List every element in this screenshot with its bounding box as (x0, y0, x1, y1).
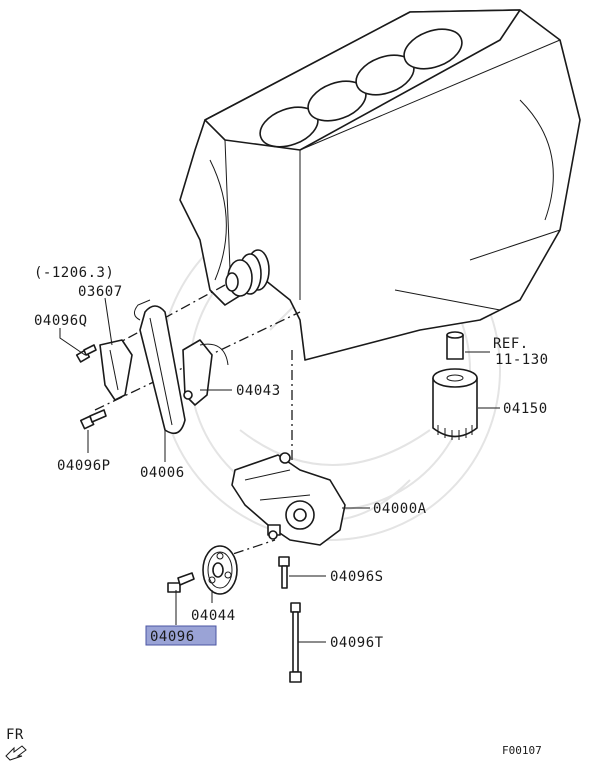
part-label-03607[interactable]: 03607 (78, 284, 123, 300)
part-label-04006[interactable]: 04006 (140, 465, 185, 481)
figure-code-label: F00107 (502, 744, 542, 757)
ref-label-line1: REF. (493, 336, 529, 352)
part-label-04000a[interactable]: 04000A (373, 501, 427, 517)
oil-pump-04000a (231, 452, 346, 546)
part-label-04096q[interactable]: 04096Q (34, 313, 88, 329)
part-label-04044[interactable]: 04044 (191, 608, 236, 624)
bolt-04096t (289, 602, 302, 683)
part-label-04096s[interactable]: 04096S (330, 569, 384, 585)
part-label-04096[interactable]: 04096 (150, 629, 195, 645)
alignment-lines (94, 284, 301, 561)
leader-lines (59, 297, 500, 643)
part-label-04043[interactable]: 04043 (236, 383, 281, 399)
sprocket-04044 (202, 545, 238, 595)
bolt-04096q (75, 344, 97, 363)
highlight-box-04096 (145, 625, 217, 646)
dowel-ref-11-130 (446, 331, 464, 360)
part-label-04096t[interactable]: 04096T (330, 635, 384, 651)
chain-guide-03607 (99, 339, 133, 401)
oil-filter-04150 (432, 368, 478, 440)
ref-label-line2[interactable]: 11-130 (495, 352, 549, 368)
bolt-04096 (167, 572, 195, 593)
range-note-label: (-1206.3) (34, 265, 114, 281)
front-marker-label: FR (6, 727, 24, 743)
part-label-04096p[interactable]: 04096P (57, 458, 111, 474)
bolt-04096p (79, 409, 107, 430)
tensioner-04043 (182, 339, 229, 406)
part-label-04150[interactable]: 04150 (503, 401, 548, 417)
chain-04006 (134, 299, 186, 435)
bolt-04096s (278, 556, 290, 589)
front-direction-arrow-icon (5, 745, 27, 761)
engine-block (179, 9, 581, 361)
